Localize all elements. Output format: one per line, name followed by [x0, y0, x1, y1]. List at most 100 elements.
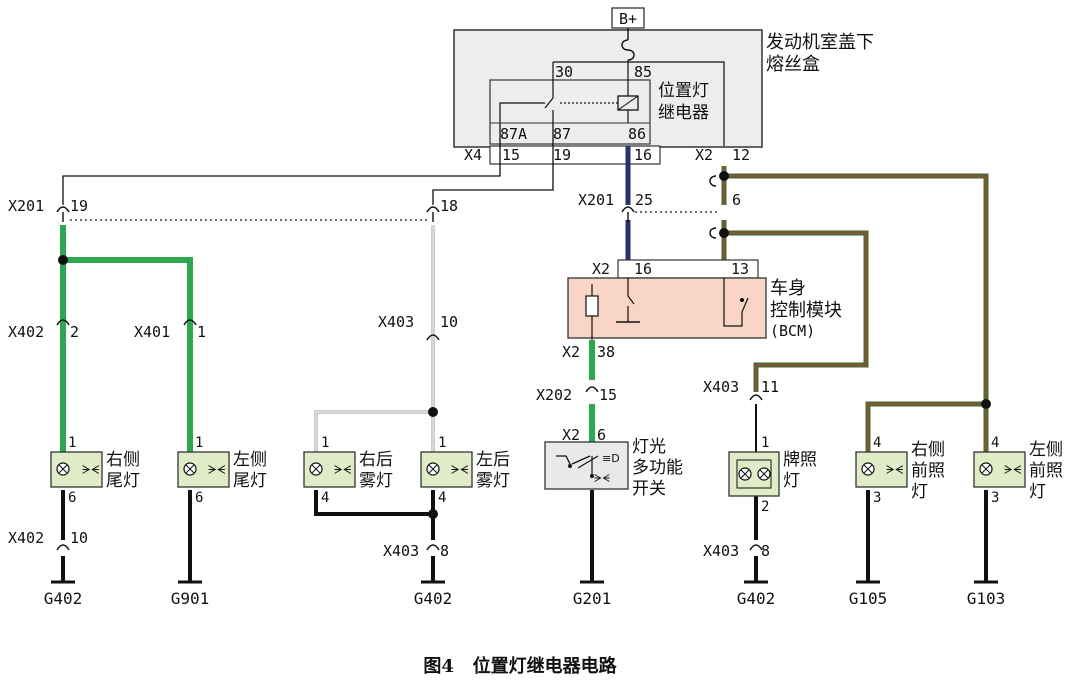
x201-left-label: X201 [8, 197, 44, 215]
lt-label-2: 尾灯 [233, 471, 267, 491]
relay-label-1: 位置灯 [658, 81, 709, 101]
lamp-right-front: ᗒᗕ 4 3 右侧 前照 灯 [855, 435, 945, 506]
x201-right-pin: 6 [732, 191, 741, 209]
rt-pin-bottom: 6 [68, 490, 76, 506]
fuse-box-label-1: 发动机室盖下 [766, 32, 874, 53]
lrf-label-2: 雾灯 [476, 471, 510, 491]
lamp-symbol-icon: ᗒᗕ [208, 463, 226, 477]
ground-g201: G201 [573, 589, 612, 608]
x2-switch-pin: 6 [597, 426, 606, 444]
rt-pin-top: 1 [68, 435, 76, 451]
fuse-icon [621, 39, 635, 61]
x402-a-label: X402 [8, 323, 44, 341]
lf-label-2: 前照 [1029, 461, 1063, 481]
rf-pin-top: 4 [873, 435, 881, 451]
rrf-pin-top: 1 [321, 435, 329, 451]
relay-pin-30: 30 [555, 63, 573, 81]
x401-label: X401 [134, 323, 170, 341]
lamp-symbol-icon: ᗒᗕ [334, 463, 352, 477]
relay-pin-86: 86 [628, 125, 646, 143]
bcm-resistor-icon [585, 295, 599, 317]
plate-label-1: 牌照 [783, 450, 817, 470]
x403-b-pin: 11 [761, 378, 779, 396]
lamp-right-rear-fog: ᗒᗕ 1 4 右后 雾灯 [303, 435, 393, 506]
rf-label-2: 前照 [911, 461, 945, 481]
x403-a-pin: 10 [440, 313, 458, 331]
wires [60, 123, 989, 582]
plate-pin-top: 1 [761, 435, 769, 451]
lamp-left-tail: ᗒᗕ 1 6 左侧 尾灯 [177, 435, 267, 506]
switch-label-3: 开关 [632, 479, 666, 499]
relay-label-2: 继电器 [658, 103, 709, 123]
x2-bcm-bottom-label: X2 [562, 343, 580, 361]
x4-pin-15: 15 [502, 146, 520, 164]
x201-center-label: X201 [578, 191, 614, 209]
x4-label: X4 [464, 146, 482, 164]
lf-label-1: 左侧 [1029, 440, 1063, 460]
b-plus-label: B+ [619, 10, 637, 28]
rt-label-2: 尾灯 [106, 471, 140, 491]
x403-c-label: X403 [383, 542, 419, 560]
lamp-symbol-icon: ᗒᗕ [82, 463, 100, 477]
relay-pin-87: 87 [553, 125, 571, 143]
bcm-body [567, 277, 767, 339]
switch-label-1: 灯光 [632, 437, 666, 457]
x202-label: X202 [536, 386, 572, 404]
x402-b-label: X402 [8, 529, 44, 547]
bcm-label-3: (BCM) [770, 322, 815, 340]
light-multifunction-switch: ≡D ᗒᗕ 灯光 多功能 开关 [544, 437, 683, 499]
fuse-box-label-2: 熔丝盒 [766, 54, 820, 75]
splice-points [58, 171, 991, 519]
x4-pin-19: 19 [553, 146, 571, 164]
rt-label-1: 右侧 [106, 450, 140, 470]
ground-g105: G105 [849, 589, 888, 608]
lrf-pin-top: 1 [438, 435, 446, 451]
rf-pin-bottom: 3 [873, 490, 881, 506]
x2-fusebox-label: X2 [695, 146, 713, 164]
ground-g901: G901 [171, 589, 210, 608]
relay-pin-85: 85 [634, 63, 652, 81]
x403-d-label: X403 [703, 542, 739, 560]
lamp-license-plate: 1 2 牌照 灯 [728, 435, 817, 515]
rrf-label-2: 雾灯 [359, 471, 393, 491]
ground-g103: G103 [967, 589, 1006, 608]
x2-switch-label: X2 [562, 426, 580, 444]
ground-g402-b: G402 [414, 589, 453, 608]
lamp-right-tail: ᗒᗕ 1 6 右侧 尾灯 [50, 435, 140, 506]
x403-b-label: X403 [703, 378, 739, 396]
switch-label-2: 多功能 [632, 458, 683, 478]
lamp-symbol-icon: ᗒᗕ [1004, 463, 1022, 477]
x403-a-label: X403 [378, 313, 414, 331]
ground-g402-a: G402 [44, 589, 83, 608]
lamp-left-rear-fog: ᗒᗕ 1 4 左后 雾灯 [420, 435, 510, 506]
x201-center-pin: 25 [635, 191, 653, 209]
ground-points: G402 G901 G402 G201 G402 G105 G103 [44, 580, 1006, 608]
x4-connector [489, 145, 661, 165]
lf-pin-bottom: 3 [991, 490, 999, 506]
rf-label-3: 灯 [911, 482, 928, 502]
lt-pin-top: 1 [195, 435, 203, 451]
lamp-symbol-icon: ᗒᗕ [886, 463, 904, 477]
lf-pin-top: 4 [991, 435, 999, 451]
figure-caption: 图4 位置灯继电器电路 [423, 655, 617, 677]
lrf-pin-bottom: 4 [438, 490, 446, 506]
rrf-label-1: 右后 [359, 450, 393, 470]
relay-pin-87a: 87A [500, 125, 527, 143]
x201-left-pin: 19 [70, 197, 88, 215]
bcm-x2-pin-13: 13 [731, 260, 749, 278]
plate-label-2: 灯 [783, 471, 800, 491]
x2-fusebox-pin-12: 12 [732, 146, 750, 164]
lt-label-1: 左侧 [233, 450, 267, 470]
bcm-label-1: 车身 [770, 278, 806, 299]
x401-pin: 1 [197, 323, 206, 341]
headlamp-symbol-icon: ≡D [602, 452, 620, 465]
lt-pin-bottom: 6 [195, 490, 203, 506]
lamp-symbol-icon: ᗒᗕ [451, 463, 469, 477]
bcm-x2-top-label: X2 [592, 260, 610, 278]
bcm-label-2: 控制模块 [770, 300, 842, 321]
x2-bcm-bottom-pin: 38 [597, 343, 615, 361]
plate-pin-bottom: 2 [761, 499, 769, 515]
bcm-x2-pin-16: 16 [634, 260, 652, 278]
x202-pin: 15 [599, 386, 617, 404]
